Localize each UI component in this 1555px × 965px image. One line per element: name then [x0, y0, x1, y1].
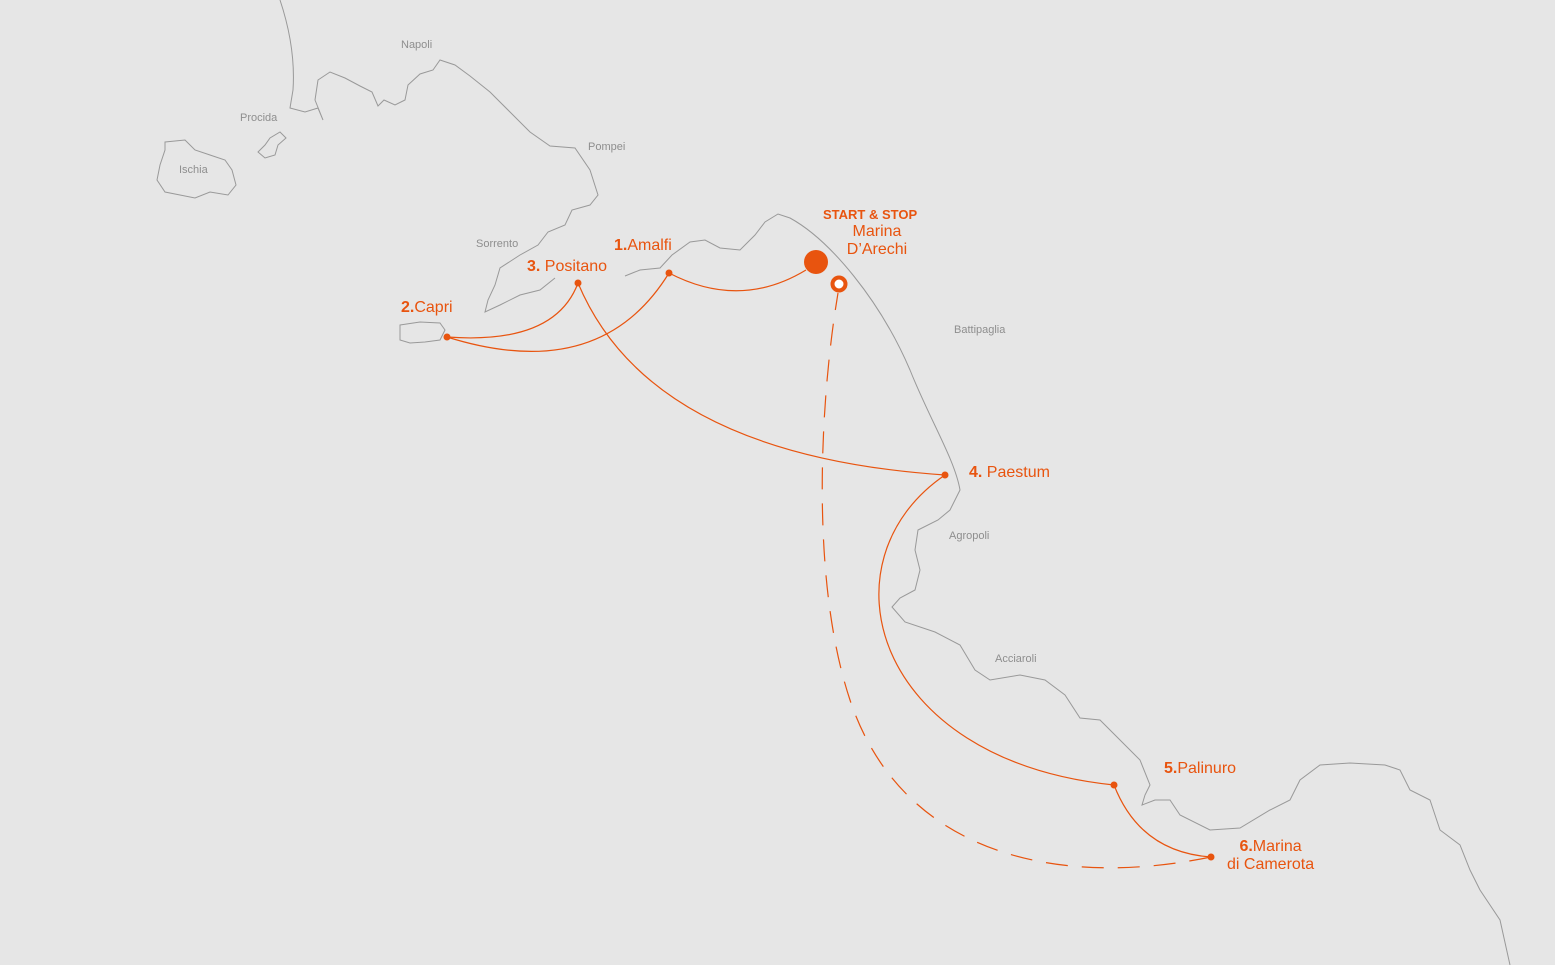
- stop-number: 4.: [969, 464, 987, 481]
- stop-label-capri[interactable]: 2.Capri: [401, 299, 453, 317]
- island-procida: [257, 131, 287, 159]
- stop-marker-end[interactable]: [830, 275, 848, 293]
- island-ischia: [156, 139, 237, 199]
- stop-label-palinuro[interactable]: 5.Palinuro: [1164, 760, 1236, 778]
- stop-name: Marina: [1252, 838, 1302, 855]
- stop-name: Palinuro: [1177, 760, 1237, 777]
- leg-palinuro-camerota: [1113, 784, 1212, 858]
- stop-dot-palinuro[interactable]: [1110, 781, 1118, 789]
- stop-number: 1.: [614, 237, 628, 254]
- stop-name: Capri: [414, 299, 453, 316]
- stop-label-positano[interactable]: 3. Positano: [527, 258, 607, 276]
- stop-dot-paestum[interactable]: [941, 471, 949, 479]
- leg-paestum-palinuro: [878, 474, 1115, 786]
- route: [446, 269, 1212, 869]
- town-label: Acciaroli: [995, 653, 1037, 665]
- stop-name: Paestum: [986, 464, 1050, 481]
- stop-number: 5.: [1164, 760, 1178, 777]
- start-name-line1: Marina: [852, 223, 902, 240]
- stop-label-amalfi[interactable]: 1.Amalfi: [614, 237, 672, 255]
- island-capri: [399, 321, 446, 344]
- leg-positano-paestum: [577, 282, 946, 476]
- coast-north: [279, 0, 599, 313]
- coastline: [156, 0, 1511, 965]
- leg-capri-positano: [446, 282, 579, 339]
- stop-dot-amalfi[interactable]: [665, 269, 673, 277]
- leg-camerota-return: [821, 292, 1212, 869]
- town-label: Pompei: [588, 141, 626, 153]
- start-name-line2: D’Arechi: [846, 241, 908, 258]
- leg-start-amalfi: [668, 269, 807, 292]
- stop-name: Positano: [544, 258, 608, 275]
- stop-dot-positano[interactable]: [574, 279, 582, 287]
- stop-number: 3.: [527, 258, 545, 275]
- town-label: Ischia: [179, 164, 208, 176]
- stop-label-paestum[interactable]: 4. Paestum: [969, 464, 1050, 482]
- town-label: Napoli: [401, 39, 433, 51]
- stop-dot-camerota[interactable]: [1207, 853, 1215, 861]
- start-marker[interactable]: [804, 250, 828, 274]
- town-label: Procida: [240, 112, 278, 124]
- stop-number: 2.: [401, 299, 415, 316]
- leg-amalfi-capri: [446, 272, 670, 352]
- stop-dot-capri[interactable]: [443, 333, 451, 341]
- stop-number: 6.: [1239, 838, 1253, 855]
- town-label: Battipaglia: [954, 324, 1006, 336]
- stop-name-line2: di Camerota: [1227, 856, 1315, 873]
- coast-south: [624, 213, 1511, 965]
- stop-name: Amalfi: [627, 237, 672, 254]
- town-label: Agropoli: [949, 530, 990, 542]
- start-heading: START & STOP: [823, 207, 918, 222]
- town-label: Sorrento: [476, 238, 519, 250]
